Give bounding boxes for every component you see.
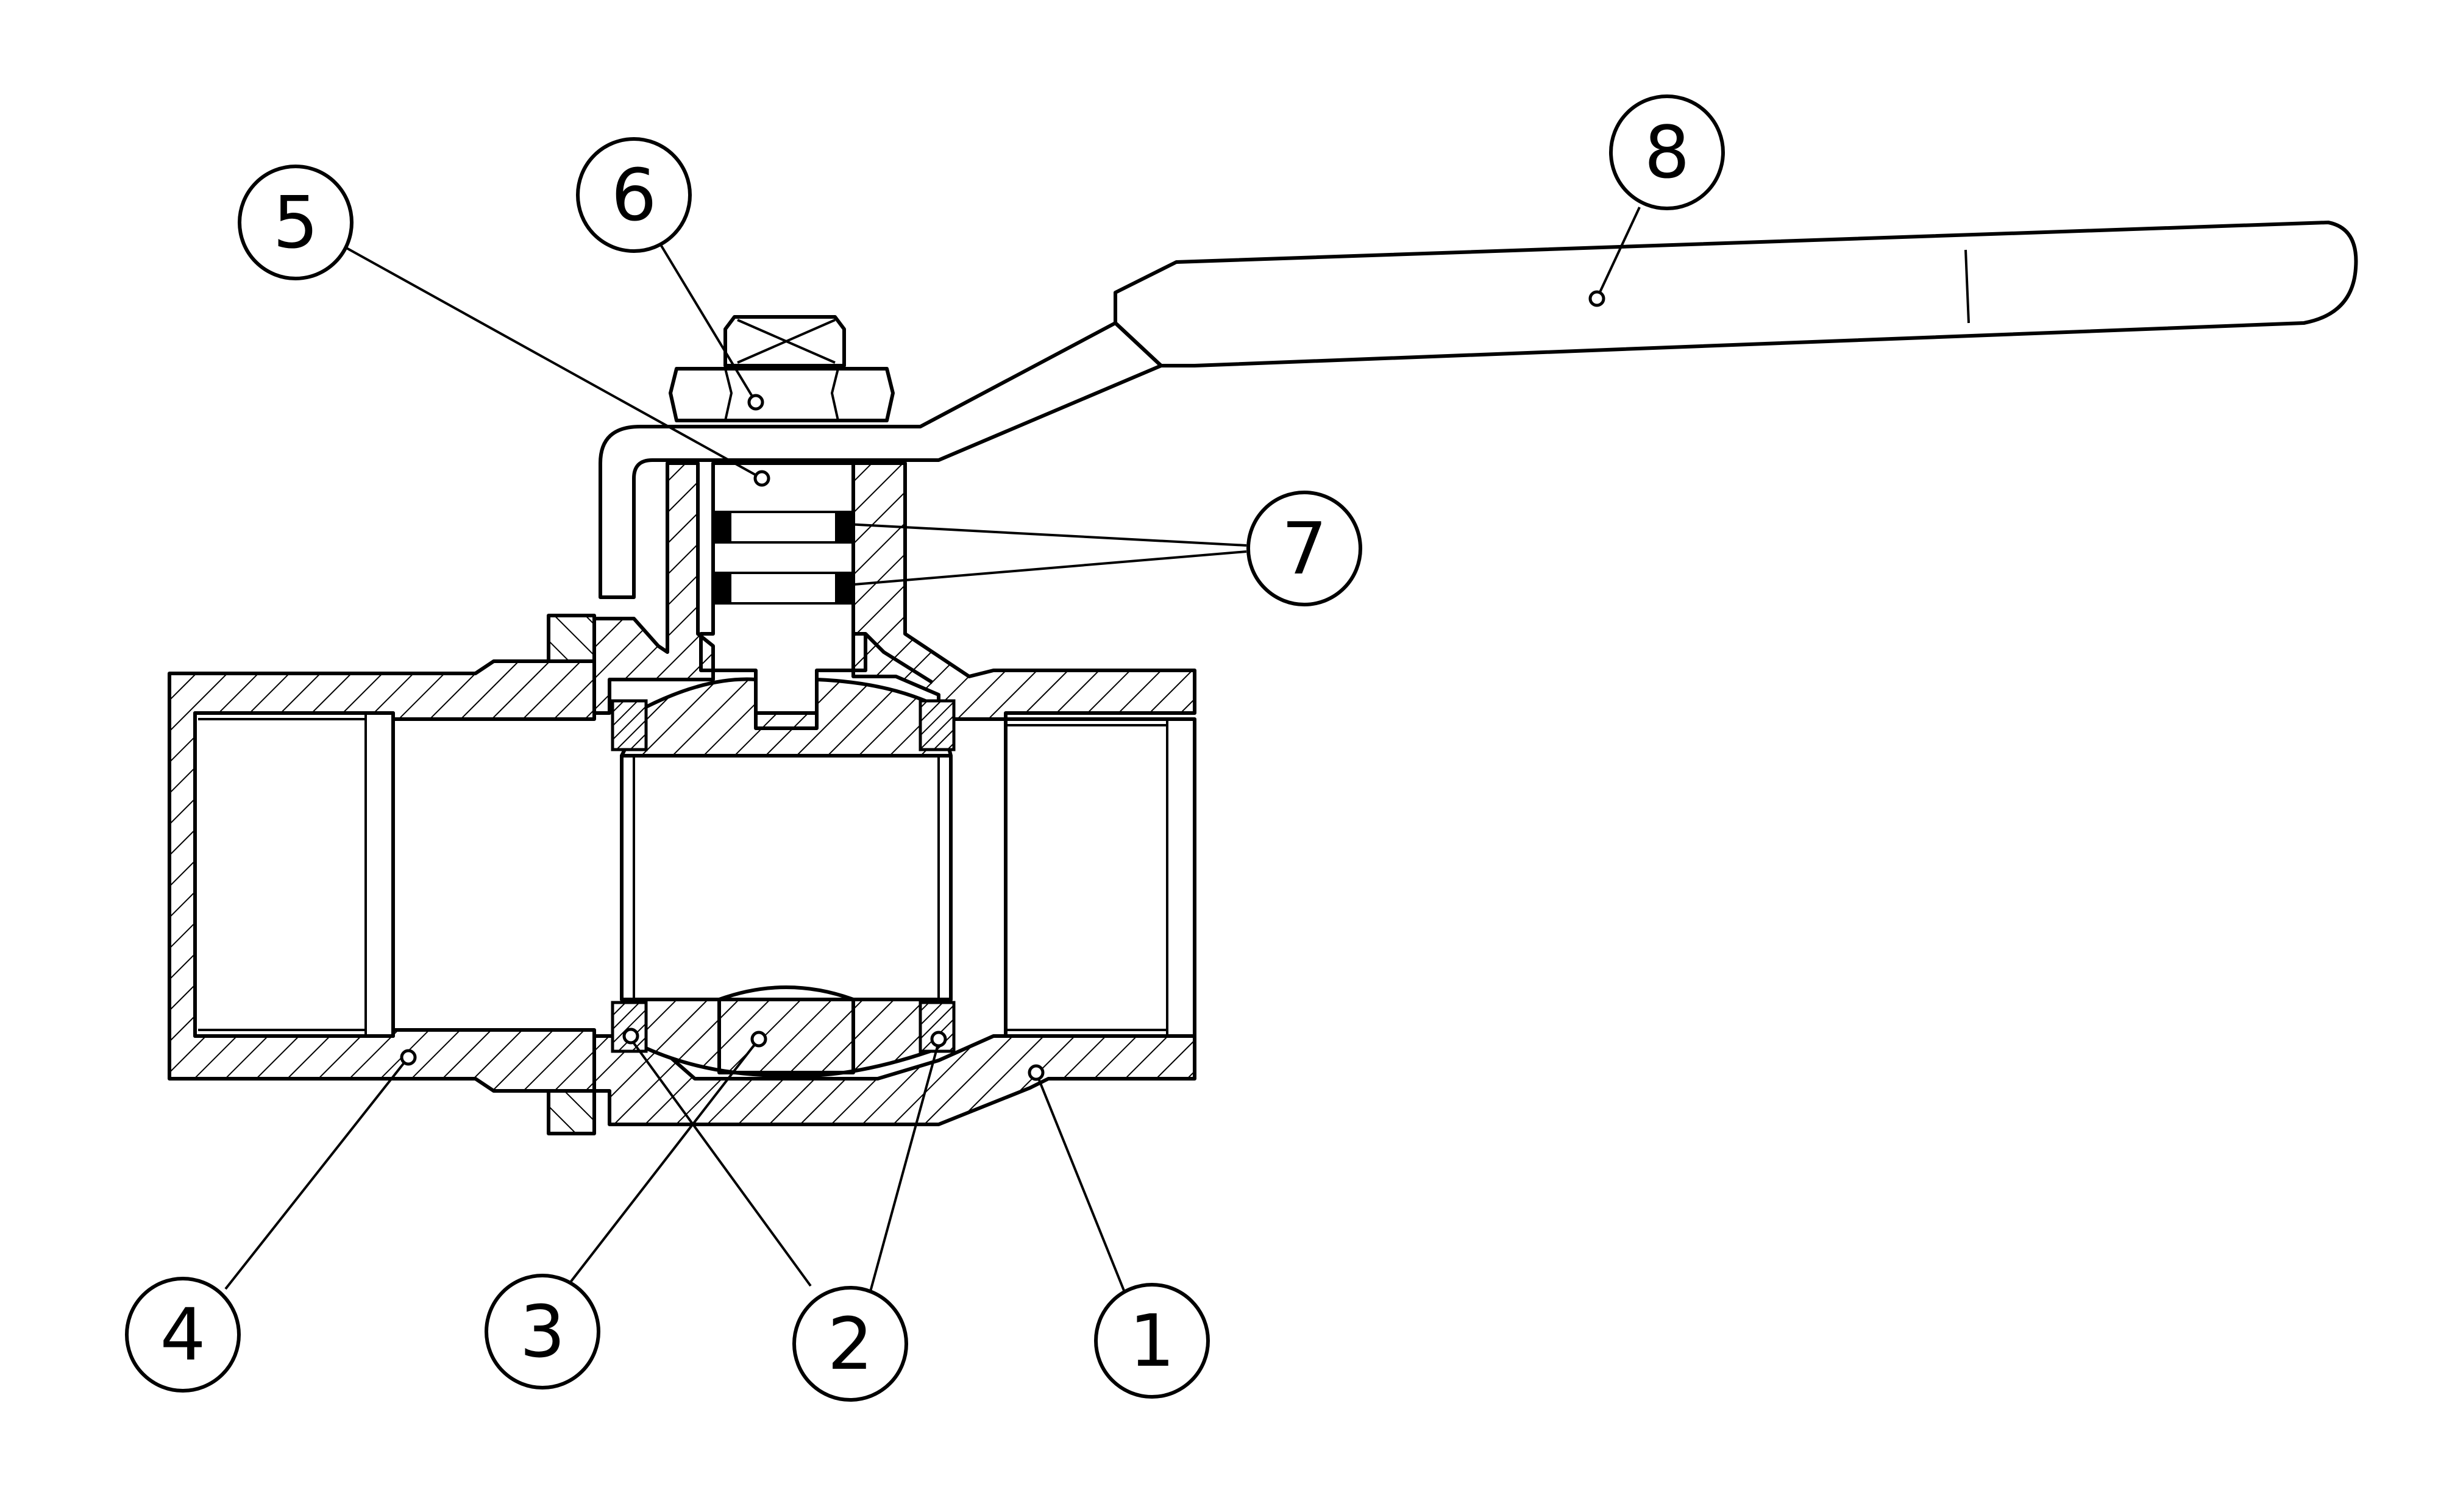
- callout-4: 4: [125, 1277, 241, 1393]
- stem-nut: [669, 315, 895, 422]
- callout-7-label: 7: [1281, 506, 1327, 591]
- valve-body: [592, 461, 1196, 1126]
- callout-6: 6: [576, 137, 692, 253]
- callout-6-label: 6: [611, 153, 656, 237]
- ball: [620, 677, 953, 1078]
- stem: [699, 461, 867, 730]
- part-marker-dots: [400, 290, 1605, 1081]
- callout-2: 2: [792, 1286, 908, 1402]
- callout-1-label: 1: [1129, 1299, 1175, 1383]
- callout-3-label: 3: [519, 1290, 565, 1374]
- callout-7: 7: [1246, 491, 1362, 606]
- callout-8-label: 8: [1644, 110, 1690, 194]
- callout-3: 3: [485, 1274, 600, 1390]
- lever-handle: [599, 221, 2358, 599]
- leader-lines: [224, 207, 1641, 1299]
- callout-5: 5: [238, 165, 354, 280]
- callout-5-label: 5: [272, 180, 318, 264]
- callout-2-label: 2: [827, 1302, 873, 1386]
- callout-1: 1: [1094, 1283, 1210, 1399]
- ball-seats: [611, 699, 956, 1053]
- callout-4-label: 4: [160, 1293, 205, 1377]
- left-end-connector: [168, 614, 596, 1135]
- callout-8: 8: [1609, 94, 1725, 210]
